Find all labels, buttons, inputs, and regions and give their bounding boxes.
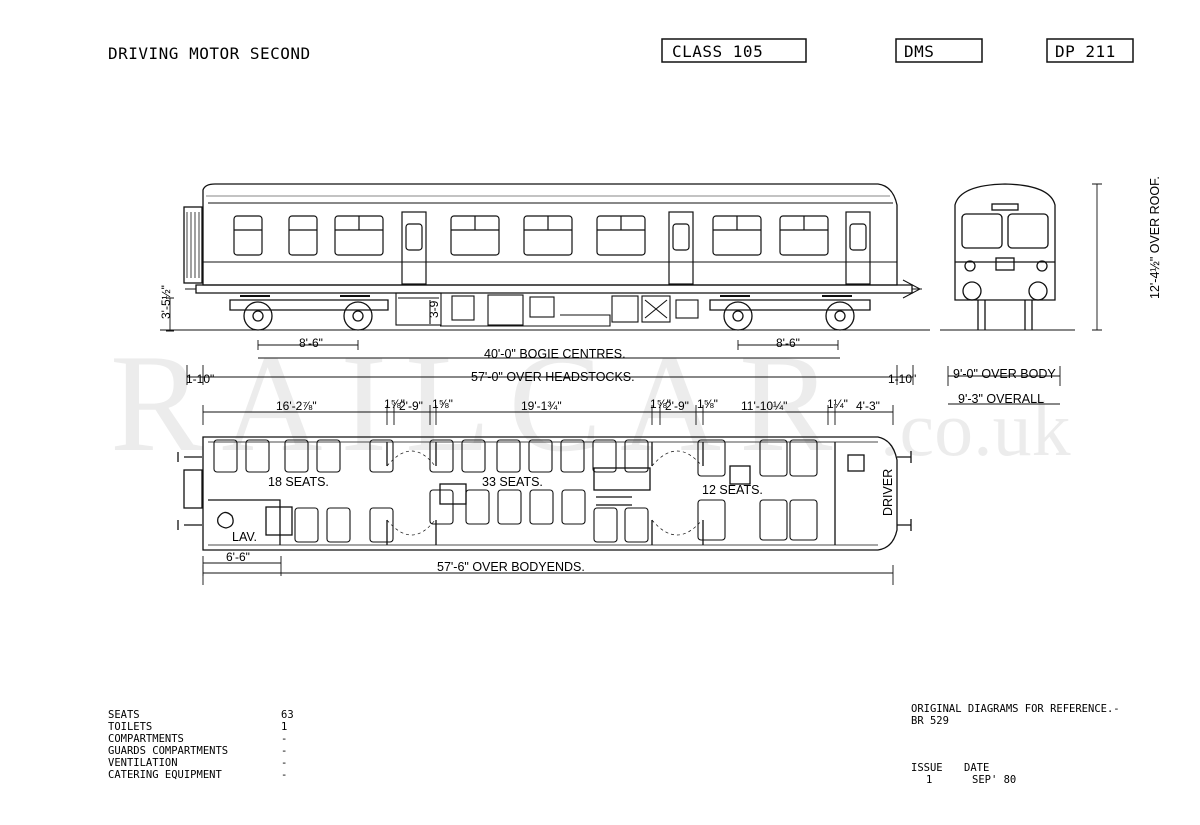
reference-line-2: BR 529: [911, 715, 949, 727]
underframe-equipment: [395, 292, 699, 327]
date-label: DATE: [964, 762, 989, 774]
plan-dim-1: 16'-2⅞": [276, 399, 317, 413]
class-box: [661, 38, 807, 63]
bogie-left: [229, 295, 389, 331]
type-label: DMS: [904, 42, 934, 61]
plan-gangway: [183, 469, 203, 509]
watermark-suffix: .co.uk: [880, 385, 1071, 472]
reference-line-1: ORIGINAL DIAGRAMS FOR REFERENCE.-: [911, 703, 1120, 715]
plan-dim-11: 4'-3": [856, 399, 880, 413]
overall-width-dim: 9'-3" OVERALL: [958, 392, 1044, 406]
bodyends-dim: 57'-6" OVER BODYENDS.: [437, 560, 585, 574]
seats-label-33: 33 SEATS.: [482, 475, 543, 489]
plan-dim-6: 1⅝": [650, 397, 671, 411]
plan-dim-4: 1⅝": [432, 397, 453, 411]
end-body-outline: [954, 183, 1056, 301]
bogie-centres-dim: 40'-0" BOGIE CENTRES.: [484, 347, 626, 361]
issue-label: ISSUE: [911, 762, 943, 774]
headstocks-dim: 57'-0" OVER HEADSTOCKS.: [471, 370, 635, 384]
end-offset-left: 1-10": [186, 372, 214, 386]
bogie-wheelbase-left: 8'-6": [299, 336, 323, 350]
type-box: [895, 38, 983, 63]
plan-dim-9: 11'-10¼": [741, 399, 787, 413]
plan-dim-8: 1⅝": [697, 397, 718, 411]
car-body-outline: [202, 183, 898, 286]
diagram-number: DP 211: [1055, 42, 1116, 61]
issue-value: 1: [926, 774, 932, 786]
rail-height-dim: 3'-5½": [159, 285, 173, 319]
diagram-title: DRIVING MOTOR SECOND: [108, 44, 311, 63]
spec-value-seats: 63: [281, 709, 294, 721]
side-doors: [401, 211, 871, 285]
spec-label-toilets: TOILETS: [108, 721, 152, 733]
spec-label-compartments: COMPARTMENTS: [108, 733, 184, 745]
plan-dim-2: 1⅝": [384, 397, 405, 411]
plan-dim-7: 2'-9": [665, 399, 689, 413]
spec-table: SEATS 63 TOILETS 1 COMPARTMENTS - GUARDS…: [108, 709, 294, 781]
end-dimensions: [947, 183, 1102, 405]
over-body-dim: 9'-0" OVER BODY: [953, 367, 1056, 381]
spec-label-guards: GUARDS COMPARTMENTS: [108, 745, 228, 757]
driver-label: DRIVER: [881, 469, 895, 516]
spec-value-toilets: 1: [281, 721, 287, 733]
plan-dim-10: 1¼": [827, 397, 848, 411]
seats-label-12: 12 SEATS.: [702, 483, 763, 497]
date-value: SEP' 80: [972, 774, 1016, 786]
solebar: [195, 284, 913, 294]
spec-label-ventilation: VENTILATION: [108, 757, 178, 769]
spec-label-catering: CATERING EQUIPMENT: [108, 769, 222, 781]
class-label: CLASS 105: [672, 42, 763, 61]
plan-seats: [213, 439, 818, 543]
bogie-wheelbase-right: 8'-6": [776, 336, 800, 350]
side-dimensions: [166, 297, 914, 385]
plan-dim-3: 2'-9": [399, 399, 423, 413]
plan-body-outline: [202, 436, 898, 551]
spec-value-compartments: -: [281, 733, 287, 745]
driver-desk: [847, 454, 865, 472]
lav-compartment: [208, 499, 281, 545]
watermark-main: RAILCAR: [110, 326, 850, 481]
spec-value-guards: -: [281, 745, 287, 757]
end-offset-right: 1-10": [888, 372, 916, 386]
spec-label-seats: SEATS: [108, 709, 140, 721]
plan-dims-bottom: [202, 556, 894, 585]
spec-value-ventilation: -: [281, 757, 287, 769]
diagram-number-box: [1046, 38, 1134, 63]
end-elevation: [940, 183, 1075, 331]
seats-label-18: 18 SEATS.: [268, 475, 329, 489]
cab-window-left: [961, 213, 1003, 249]
small-equipment-dim: 3-9: [427, 300, 441, 318]
plan-dims-top: [202, 405, 894, 425]
cab-window-right: [1007, 213, 1049, 249]
side-elevation: [160, 183, 930, 331]
gangway-bellows: [183, 206, 203, 284]
side-windows: [233, 215, 829, 256]
spec-value-catering: -: [281, 769, 287, 781]
bogie-right: [709, 295, 871, 331]
lav-length-dim: 6'-6": [226, 550, 250, 564]
lav-label: LAV.: [232, 530, 257, 544]
over-roof-dim: 12'-4½" OVER ROOF.: [1148, 176, 1162, 299]
plan-dim-5: 19'-1¾": [521, 399, 562, 413]
